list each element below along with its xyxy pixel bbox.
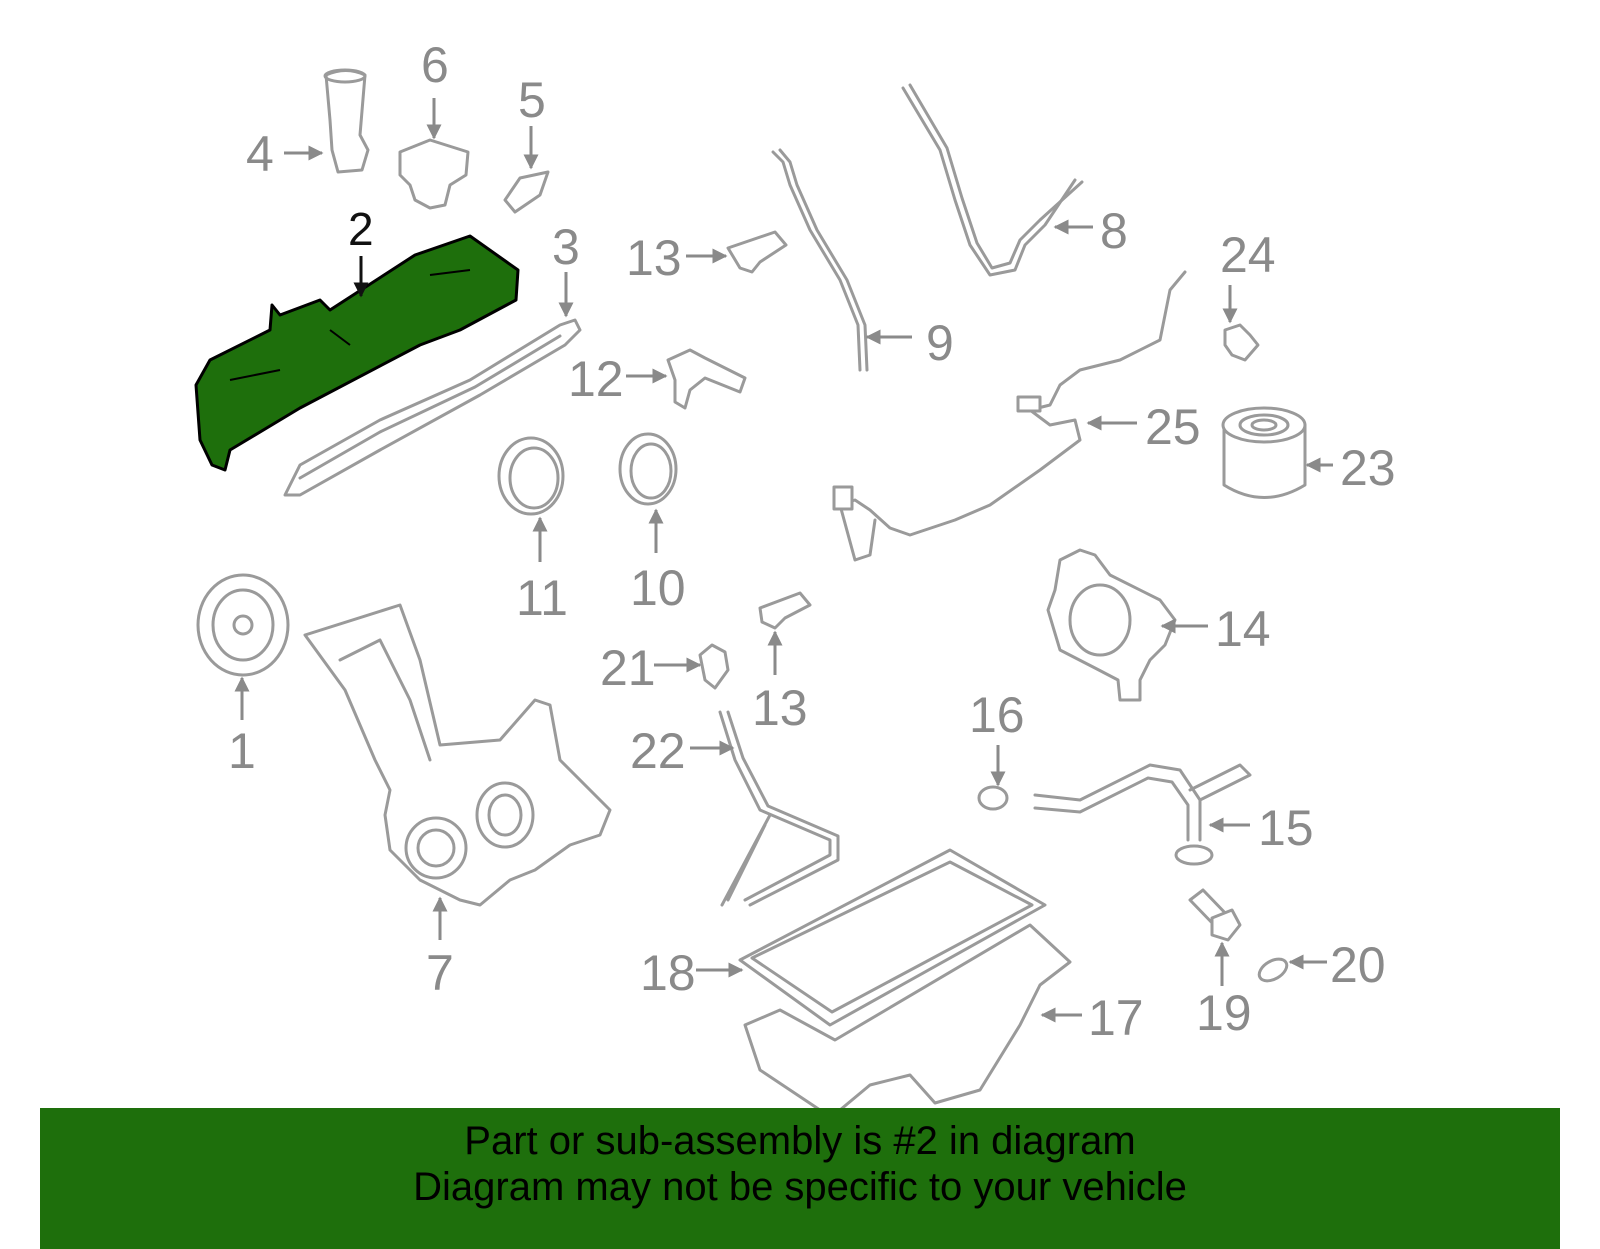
callout-12: 12 (568, 351, 624, 407)
callout-2: 2 (348, 203, 374, 255)
callout-8: 8 (1100, 203, 1128, 259)
callout-23: 23 (1340, 440, 1396, 496)
seal-part-10 (618, 432, 678, 506)
pan-gasket-part-18 (738, 848, 1047, 1027)
tube-part-8 (901, 83, 1084, 277)
banner-line-1: Part or sub-assembly is #2 in diagram (464, 1119, 1136, 1163)
callout-18: 18 (640, 945, 696, 1001)
callout-1: 1 (228, 723, 256, 779)
filler-tube-part-4 (323, 68, 370, 174)
o-ring-part-16 (977, 785, 1009, 811)
oil-pump-part-14 (1046, 548, 1177, 702)
harness-part-25 (832, 270, 1187, 562)
callout-19: 19 (1196, 985, 1252, 1041)
seal-part-5 (503, 170, 550, 214)
pulley-part-1 (196, 573, 290, 677)
pickup-tube-part-15 (1033, 763, 1252, 866)
parts-diagram: 4 6 5 2 3 13 8 24 9 12 25 23 11 10 14 21… (194, 37, 1396, 1108)
callout-17: 17 (1088, 990, 1144, 1046)
tube-part-22 (718, 710, 840, 907)
callout-11: 11 (516, 570, 568, 626)
callout-22: 22 (630, 723, 686, 779)
info-banner: Part or sub-assembly is #2 in diagram Di… (40, 1108, 1560, 1249)
callout-10: 10 (630, 560, 686, 616)
bolt-part-19 (1188, 888, 1242, 942)
seal-part-11 (497, 436, 565, 516)
bracket-part-12 (666, 348, 747, 410)
callout-20: 20 (1330, 937, 1386, 993)
clip-part-24 (1223, 323, 1260, 362)
callout-25: 25 (1145, 399, 1201, 455)
oil-pan-part-17 (743, 923, 1072, 1108)
callout-4: 4 (246, 126, 274, 182)
callout-13-top: 13 (626, 230, 682, 286)
callout-7: 7 (426, 945, 454, 1001)
gasket-part-3 (283, 318, 582, 497)
banner-line-2: Diagram may not be specific to your vehi… (413, 1165, 1187, 1209)
callout-13-bottom: 13 (752, 680, 808, 736)
callout-9: 9 (926, 315, 954, 371)
callout-14: 14 (1215, 601, 1271, 657)
callout-24: 24 (1220, 227, 1276, 283)
callout-21: 21 (600, 640, 656, 696)
o-ring-part-20 (1257, 957, 1289, 983)
callout-6: 6 (421, 37, 449, 93)
callout-arrows (234, 98, 1333, 1023)
callout-labels: 4 6 5 2 3 13 8 24 9 12 25 23 11 10 14 21… (228, 37, 1396, 1046)
callout-3: 3 (552, 219, 580, 275)
timing-cover-part-7 (303, 603, 612, 907)
dipstick-tube-part-9 (771, 148, 869, 372)
oil-cap-part-6 (398, 138, 470, 210)
callout-15: 15 (1258, 800, 1314, 856)
oil-filter-part-23 (1221, 406, 1307, 499)
sensor-part-13-top (726, 230, 788, 274)
valve-cover-part-2[interactable] (194, 234, 520, 472)
sensor-part-21 (698, 643, 730, 690)
callout-5: 5 (518, 72, 546, 128)
sensor-part-13-bottom (758, 591, 812, 630)
callout-16: 16 (969, 687, 1025, 743)
